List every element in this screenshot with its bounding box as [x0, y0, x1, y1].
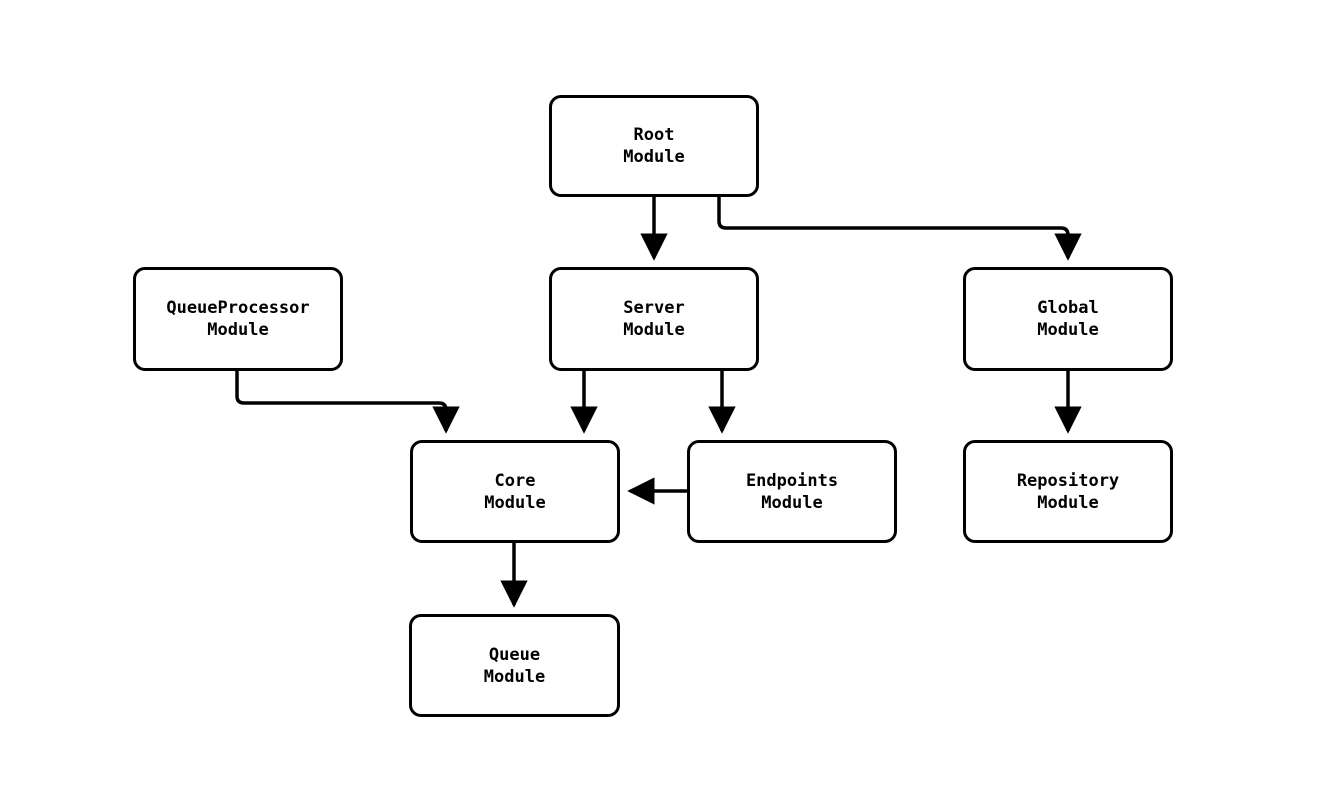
node-queue-module[interactable]: Queue Module — [409, 614, 620, 717]
node-global-module[interactable]: Global Module — [963, 267, 1173, 371]
node-queue-module-label: Queue Module — [483, 644, 546, 687]
edge-queueprocessor-to-core — [235, 371, 460, 434]
node-core-module-label: Core Module — [484, 470, 546, 513]
node-core-module[interactable]: Core Module — [410, 440, 620, 543]
node-queueprocessor-module-label: QueueProcessor Module — [166, 298, 310, 340]
node-root-module[interactable]: Root Module — [549, 95, 759, 197]
node-repository-module-label: Repository Module — [1016, 470, 1120, 513]
node-endpoints-module[interactable]: Endpoints Module — [687, 440, 897, 543]
node-endpoints-module-label: Endpoints Module — [745, 470, 839, 513]
node-global-module-label: Global Module — [1037, 298, 1099, 340]
edge-root-to-global — [717, 197, 1082, 261]
node-repository-module[interactable]: Repository Module — [963, 440, 1173, 543]
node-server-module[interactable]: Server Module — [549, 267, 759, 371]
node-server-module-label: Server Module — [623, 298, 685, 340]
node-root-module-label: Root Module — [623, 125, 685, 167]
node-queueprocessor-module[interactable]: QueueProcessor Module — [133, 267, 343, 371]
